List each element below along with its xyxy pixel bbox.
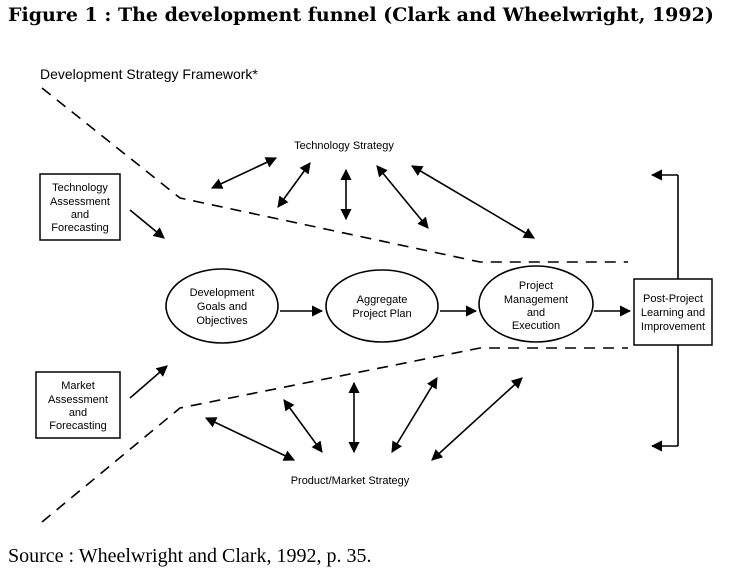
aggregate-plan-line-2: Project Plan [352,308,411,320]
market-strategy-arrow-5 [431,377,523,461]
technology-strategy-label: Technology Strategy [294,140,394,152]
tech-assessment-line-1: Technology [52,182,108,194]
technology-assessment-box: Technology Assessment and Forecasting [39,173,121,241]
project-mgmt-line-3: and [527,307,545,319]
aggregate-plan-line-1: Aggregate [357,294,408,306]
arrow-market-assessment-to-funnel [129,365,168,399]
tech-strategy-arrow-4 [376,165,429,229]
project-mgmt-line-1: Project [519,280,553,292]
tech-strategy-arrow-2 [277,162,311,208]
post-project-line-3: Improvement [641,321,705,333]
development-goals-node: Development Goals and Objectives [165,268,279,344]
tech-assessment-line-3: and [71,209,89,221]
arrow-tech-assessment-to-funnel [129,209,165,239]
funnel-outline [41,87,628,523]
tech-strategy-arrow-5 [411,165,535,239]
figure-title: Figure 1 : The development funnel (Clark… [8,4,714,26]
project-management-node: Project Management and Execution [478,265,594,343]
dev-goals-line-3: Objectives [196,315,248,327]
market-assessment-box: Market Assessment and Forecasting [35,371,121,439]
market-strategy-arrow-1 [204,417,296,461]
project-mgmt-line-4: Execution [512,320,560,332]
project-mgmt-line-2: Management [504,294,568,306]
source-citation: Source : Wheelwright and Clark, 1992, p.… [8,545,372,567]
framework-label: Development Strategy Framework* [40,66,258,82]
product-market-strategy-label: Product/Market Strategy [291,475,410,487]
market-strategy-arrow-2 [283,399,323,453]
market-assessment-line-2: Assessment [48,394,108,406]
tech-assessment-line-4: Forecasting [51,222,108,234]
post-project-box: Post-Project Learning and Improvement [633,278,713,346]
dev-goals-line-2: Goals and [197,301,247,313]
market-assessment-line-3: and [69,407,87,419]
post-project-line-1: Post-Project [643,293,703,305]
funnel-upper-edge [41,87,628,263]
market-strategy-arrow-4 [391,377,438,453]
post-project-line-2: Learning and [641,307,705,319]
market-assessment-line-4: Forecasting [49,420,106,432]
tech-assessment-line-2: Assessment [50,196,110,208]
tech-strategy-arrow-1 [210,157,278,189]
dev-goals-line-1: Development [190,287,255,299]
funnel-lower-edge [41,347,628,523]
market-assessment-line-1: Market [61,380,95,392]
aggregate-project-plan-node: Aggregate Project Plan [325,269,439,343]
